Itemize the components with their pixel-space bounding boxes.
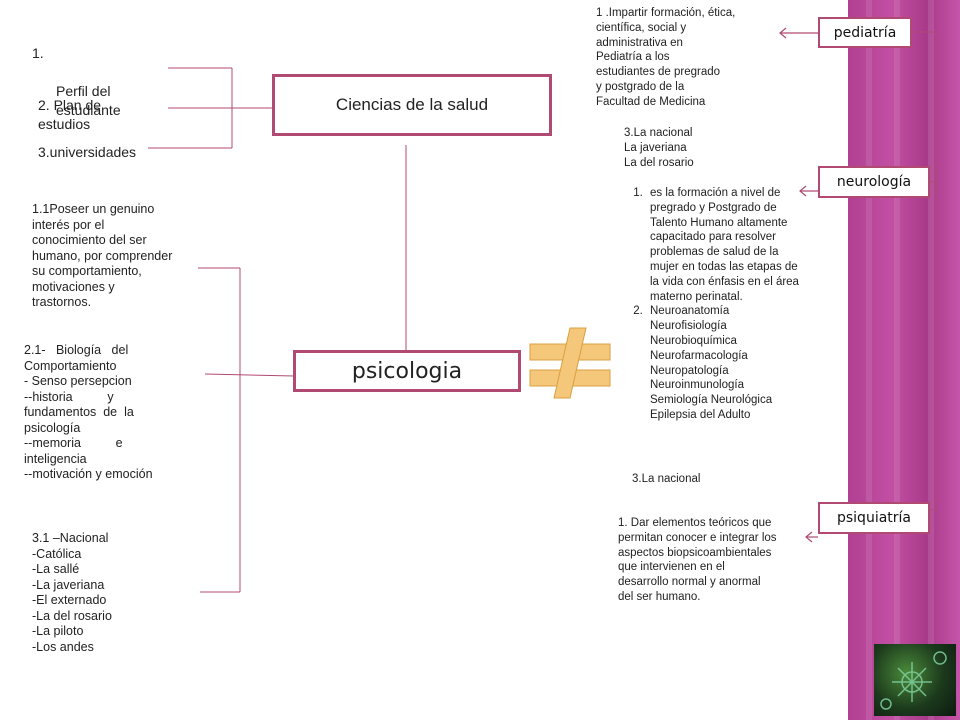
- pediatria-universidades: 3.La nacional La javeriana La del rosari…: [624, 127, 694, 169]
- psiquiatria-objetivo: 1. Dar elementos teóricos que permitan c…: [618, 517, 777, 603]
- plan-line: fundamentos de la: [24, 405, 134, 419]
- plan-line: 2.1- Biología del: [24, 343, 129, 357]
- pediatria-objetivo: 1 .Impartir formación, ética, científica…: [596, 7, 736, 108]
- ciencias-salud-label: Ciencias de la salud: [335, 95, 489, 114]
- plan-line: --historia y: [24, 389, 114, 404]
- perfil-description: 1.1Poseer un genuino interés por el cono…: [32, 202, 173, 309]
- plan-line: --motivación y emoción: [24, 467, 153, 481]
- neurologia-tag: neurología: [818, 166, 930, 198]
- pediatria-label: pediatría: [833, 24, 897, 41]
- plan-estudios-item: 2. Plan de estudios: [38, 97, 102, 132]
- neurologia-universidades: 3.La nacional: [632, 473, 701, 485]
- flower-icon: [880, 651, 947, 710]
- perfil-estudiante-item: 1. Perfil del estudiante: [32, 44, 121, 139]
- neurologia-item: Neuroanatomía Neurofisiología Neurobioqu…: [646, 304, 802, 422]
- psiquiatria-tag: psiquiatría: [818, 502, 930, 534]
- decorative-sidebar: [848, 0, 960, 720]
- perfil-estudiante-label: Perfil del estudiante: [56, 83, 121, 118]
- neurologia-item: es la formación a nivel de pregrado y Po…: [646, 186, 802, 304]
- plan-line: Comportamiento: [24, 358, 117, 373]
- neurologia-list: es la formación a nivel de pregrado y Po…: [620, 186, 802, 423]
- plan-line: - Senso persepcion: [24, 374, 132, 388]
- universidades-description: 3.1 –Nacional -Católica -La sallé -La ja…: [32, 531, 112, 654]
- plan-line: psicología: [24, 420, 81, 435]
- item-number: 1.: [32, 45, 44, 61]
- plan-line: inteligencia: [24, 451, 87, 466]
- ciencias-salud-node: Ciencias de la salud: [272, 74, 552, 136]
- neurologia-label: neurología: [836, 174, 912, 190]
- neurologia-description: es la formación a nivel de pregrado y Po…: [620, 186, 802, 423]
- not-equal-icon: [529, 327, 611, 399]
- psicologia-node: psicologia: [293, 350, 521, 392]
- plan-line: --memoria e: [24, 436, 123, 450]
- universidades-item: 3.universidades: [38, 144, 137, 160]
- psiquiatria-label: psiquiatría: [836, 510, 911, 526]
- pediatria-tag: pediatría: [818, 17, 912, 48]
- decorative-image: [874, 644, 956, 716]
- psicologia-label: psicologia: [351, 358, 463, 384]
